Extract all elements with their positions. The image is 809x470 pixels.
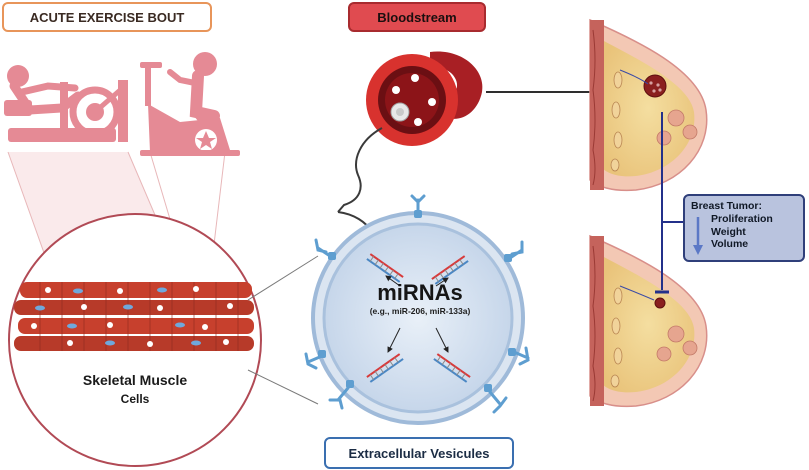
tumor-effect-item: Proliferation xyxy=(711,213,773,225)
mirnas-title: miRNAs xyxy=(377,280,463,305)
breast-tissue-icon xyxy=(589,18,708,192)
breast-tissue-small-tumor-icon xyxy=(589,234,708,408)
muscle-to-ev-lines xyxy=(247,255,319,405)
breast-tumor-title: Breast Tumor: xyxy=(691,200,762,212)
muscle-fibers xyxy=(14,282,254,351)
inhibition-line xyxy=(655,112,683,294)
mirna-hairpins xyxy=(366,253,471,383)
decrease-arrow-icon xyxy=(693,217,703,255)
bloodstream-label: Bloodstream xyxy=(348,2,486,32)
extracellular-vesicles-label: Extracellular Vesicules xyxy=(324,437,514,469)
tumor-effect-item: Volume xyxy=(711,238,749,250)
skeletal-muscle-circle xyxy=(8,213,262,467)
cells-label: Cells xyxy=(120,392,150,406)
extracellular-vesicle-icon xyxy=(304,194,530,425)
exercise-bout-label: ACUTE EXERCISE BOUT xyxy=(2,2,212,32)
rowing-machine-icon xyxy=(4,65,128,142)
mirna-examples: (e.g., miR-206, miR-133a) xyxy=(369,306,471,316)
exercise-bike-icon xyxy=(140,52,240,156)
breast-tumor-effects-box: Breast Tumor: Proliferation Weight Volum… xyxy=(683,194,805,262)
tumor-effect-item: Weight xyxy=(711,225,746,238)
blood-vessel-icon xyxy=(337,51,483,233)
skeletal-muscle-label: Skeletal Muscle xyxy=(82,372,188,388)
